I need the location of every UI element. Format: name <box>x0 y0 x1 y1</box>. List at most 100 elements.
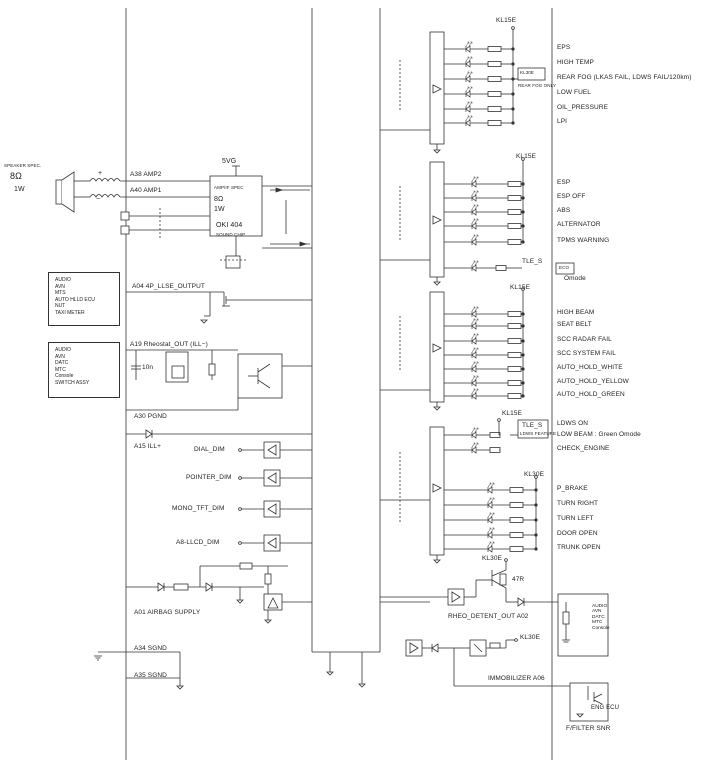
chip-power: 1W <box>214 206 225 213</box>
vcc-label: 5VG <box>222 158 237 165</box>
eco-box: ECO <box>559 265 570 270</box>
pulse-device: AUTO HLLD ECU <box>55 296 95 303</box>
dial-dim-label: DIAL_DIM <box>194 446 225 453</box>
indicator-label: ESP OFF <box>557 193 586 200</box>
low-beam-label: LOW BEAM : Green Omode <box>557 431 641 438</box>
chip-spec: AMP/IF SPEC <box>214 185 244 190</box>
speaker-plus: + <box>98 170 103 177</box>
indicator-label: SCC SYSTEM FAIL <box>557 350 616 357</box>
indicator-label: LPI <box>557 118 568 125</box>
tle-label: TLE_S <box>522 258 543 265</box>
rheostat-device: MTC <box>55 366 66 373</box>
indicator-row <box>444 318 525 330</box>
indicator-row <box>444 375 525 387</box>
indicator-label: ABS <box>557 207 571 214</box>
rheo-detent-label: RHEO_DETENT_OUT A02 <box>448 613 529 620</box>
rheostat-devices-box: AUDIO AVN DATC MTC Console SWITCH ASSY <box>48 342 120 398</box>
led-icon <box>465 41 473 53</box>
indicator-row <box>444 527 538 539</box>
airbag-supply-label: A01 AIRBAG SUPPLY <box>134 609 201 616</box>
group5-supply: KL30E <box>524 471 545 478</box>
sound-chip-sub: SOUND CHIP <box>216 232 246 237</box>
indicator-row <box>444 333 525 345</box>
immobilizer-label: IMMOBILIZER A06 <box>488 675 545 682</box>
amp-plus-pin: A38 AMP2 <box>130 171 162 178</box>
led-icon <box>487 512 495 524</box>
indicator-row <box>444 86 515 98</box>
led-icon <box>465 86 473 98</box>
indicator-label: REAR FOG (LKAS FAIL, LDWS FAIL/120km) <box>557 74 692 81</box>
resistor-47r: 47R <box>512 576 525 583</box>
indicator-row <box>444 115 515 127</box>
detent-device: AUDIO <box>592 604 608 609</box>
rheostat-device: Console <box>55 373 74 380</box>
detent-devices-list: AUDIO AVN DATC MTC Console <box>592 604 610 631</box>
indicator-row <box>444 71 515 83</box>
led-icon <box>471 204 479 216</box>
led-icon <box>471 375 479 387</box>
led-icon <box>487 497 495 509</box>
led-icon <box>471 190 479 202</box>
indicator-label: ESP <box>557 179 571 186</box>
indicator-label: EPS <box>557 44 571 51</box>
kl30-rear-fog-box: KL30E <box>520 70 535 75</box>
eng-ecu-label: ENG ECU <box>591 705 620 711</box>
indicator-label: ALTERNATOR <box>557 221 601 228</box>
indicator-label: P_BRAKE <box>557 485 588 492</box>
rheostat-device: SWITCH ASSY <box>55 379 90 386</box>
pulse-output-label: A04 4P_LLSE_OUTPUT <box>132 283 205 290</box>
pulse-device: MTS <box>55 290 66 297</box>
pulse-device: NUT <box>55 303 66 310</box>
led-icon <box>471 442 479 454</box>
lcd-dim-label: A8-LLCD_DIM <box>176 539 220 546</box>
led-icon <box>465 71 473 83</box>
ldws-on-label: LDWS ON <box>557 420 589 427</box>
group1-supply: KL15E <box>496 17 517 24</box>
led-icon <box>487 482 495 494</box>
rheostat-output-label: A19 Rheostat_OUT (ILL−) <box>130 341 208 348</box>
indicator-row <box>444 482 538 494</box>
sgnd2-label: A35 SGND <box>134 672 167 679</box>
indicator-row <box>444 512 538 524</box>
speaker-power: 1W <box>14 186 25 193</box>
pulse-devices-box: AUDIO AVN MTS AUTO HLLD ECU NUT TAXI MET… <box>48 272 120 326</box>
led-icon <box>471 388 479 400</box>
led-icon <box>487 527 495 539</box>
indicator-label: DOOR OPEN <box>557 530 598 537</box>
indicator-label: TURN RIGHT <box>557 500 599 507</box>
led-icon <box>465 101 473 113</box>
indicator-row <box>444 176 525 188</box>
indicator-row <box>444 347 525 359</box>
led-icon <box>471 176 479 188</box>
chip-impedance: 8Ω <box>214 196 224 203</box>
pulse-device: AUDIO <box>55 277 71 283</box>
indicator-row <box>444 234 525 246</box>
indicator-row <box>444 442 501 454</box>
rheostat-device: AVN <box>55 353 65 360</box>
led-icon <box>471 347 479 359</box>
speaker-note: SPEAKER SPEC. <box>4 163 42 168</box>
led-icon <box>471 306 479 318</box>
speaker-minus: − <box>96 196 101 203</box>
ill-plus-label: A15 ILL+ <box>134 443 162 450</box>
led-icon <box>471 361 479 373</box>
indicator-row <box>444 427 501 439</box>
rheostat-device: DATC <box>55 360 69 367</box>
led-icon <box>471 260 479 272</box>
led-icon <box>465 56 473 68</box>
led-icon <box>471 333 479 345</box>
tle-s-note: LDWS FEATURE <box>520 431 557 436</box>
indicator-label: SCC RADAR FAIL <box>557 336 612 343</box>
rheo-kl30-label: KL30E <box>482 555 503 562</box>
indicator-row <box>444 306 525 318</box>
rheostat-device: AUDIO <box>55 347 71 353</box>
indicator-row <box>444 204 525 216</box>
pointer-dim-label: POINTER_DIM <box>186 474 232 481</box>
speaker-impedance: 8Ω <box>10 171 22 181</box>
sound-chip-name: OKI 404 <box>216 222 243 229</box>
led-icon <box>471 318 479 330</box>
indicator-label: TURN LEFT <box>557 515 594 522</box>
pulse-device: AVN <box>55 283 65 290</box>
dim-buffers <box>238 441 312 552</box>
